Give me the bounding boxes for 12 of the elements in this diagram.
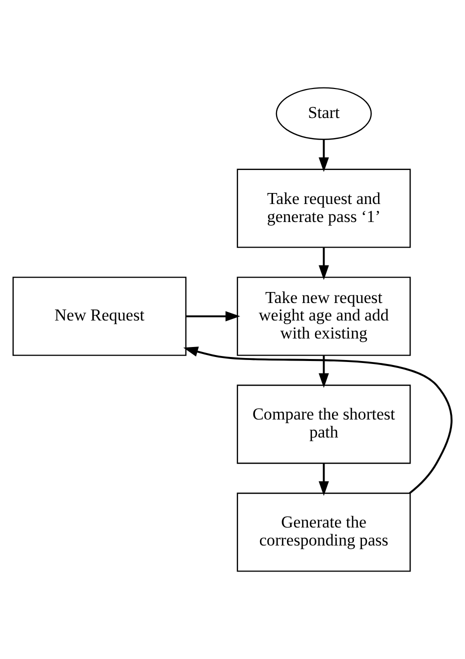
arrow — [318, 464, 329, 496]
arrow — [318, 356, 329, 388]
node-box: New Request — [12, 276, 186, 356]
node-box: Take new request weight age and add with existing — [236, 276, 411, 356]
arrow — [183, 346, 452, 494]
arrow — [318, 140, 329, 172]
arrow — [186, 311, 240, 322]
node-box: Take request and generate pass ‘1’ — [236, 168, 411, 248]
node-box: Compare the shortest path — [236, 384, 411, 464]
node-ellipse: Start — [276, 87, 372, 140]
node-box: Generate the corresponding pass — [236, 492, 411, 572]
arrow — [318, 248, 329, 280]
